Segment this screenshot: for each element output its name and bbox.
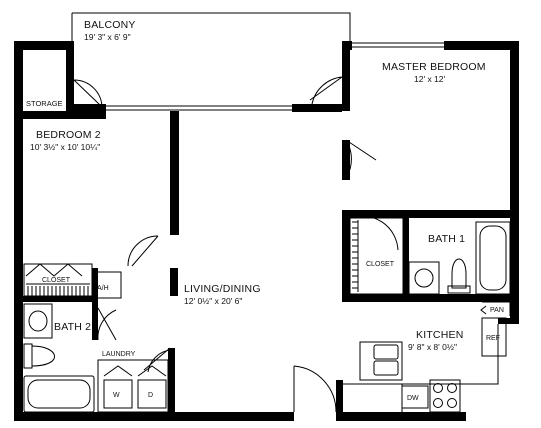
ref-label: REF: [486, 335, 500, 342]
wall-top-left: [14, 41, 74, 50]
bath1-toilet: [451, 258, 467, 289]
entry-door: [293, 365, 337, 413]
dryer-label: D: [148, 392, 153, 399]
bath1-toilet-tank: [447, 285, 471, 294]
pan-label: PAN: [490, 307, 504, 314]
bath1-tub-inner: [479, 225, 507, 291]
wall-balcony-bottom-left: [66, 104, 106, 112]
master-closet-hatch: [352, 220, 359, 292]
thin-lines: [23, 12, 511, 413]
wall-hall-left: [170, 268, 178, 296]
master-closet: [349, 217, 404, 295]
kitchen-label: KITCHEN: [416, 329, 464, 341]
closet-doors: [25, 263, 83, 277]
bedroom2-door: [127, 235, 159, 267]
wall-bedroom2-bottom: [14, 296, 94, 302]
storage-label: STORAGE: [26, 99, 63, 108]
labels: BALCONY 19' 3" x 6' 9" MASTER BEDROOM 12…: [26, 19, 504, 402]
bath2-toilet: [31, 345, 55, 367]
wall-master-left: [342, 41, 350, 111]
burner-1: [433, 383, 443, 393]
bath2-vanity: [23, 303, 53, 339]
washer-label: W: [113, 392, 120, 399]
laundry-label: LAUNDRY: [102, 351, 136, 358]
laundry-shelf: [103, 365, 167, 377]
ah-label: A/H: [97, 285, 109, 292]
walls: [14, 41, 519, 421]
bath2-toilet-tank: [23, 343, 33, 369]
dishwasher: [401, 385, 429, 409]
washer-box: [103, 379, 133, 409]
wall-master-top2: [444, 41, 519, 50]
wall-bath1-bottom: [342, 294, 519, 302]
wall-kitchen-right2: [498, 318, 519, 324]
wall-kitchen-right: [510, 294, 519, 324]
bath1-label: BATH 1: [428, 233, 465, 245]
balcony-railing: [72, 12, 351, 41]
burner-4: [447, 398, 457, 408]
bath1-vanity: [408, 261, 440, 295]
wall-balcony-bottom-right: [292, 104, 342, 112]
wall-kitchen-left: [336, 380, 343, 420]
kitchen-sink-b: [373, 360, 399, 376]
kitchen-counter-left: [359, 341, 403, 381]
living-dining-dims: 12' 0½" x 20' 6": [184, 296, 242, 306]
bedroom2-label: BEDROOM 2: [36, 129, 101, 141]
wall-right: [510, 41, 519, 311]
dw-label: DW: [407, 395, 419, 402]
wall-laundry-right: [168, 348, 175, 418]
wall-bedroom2-right: [170, 111, 179, 235]
pantry-door: [482, 301, 511, 316]
closet-door: [349, 215, 399, 251]
wall-storage-right: [66, 41, 74, 111]
wall-bottom-left: [14, 412, 294, 421]
pantry-arrow: [480, 305, 487, 315]
wall-bath2-right: [92, 268, 98, 340]
wall-bottom-right: [336, 412, 466, 421]
ah-unit: [92, 271, 122, 299]
laundry-area: [97, 359, 169, 413]
balcony-label: BALCONY: [84, 19, 136, 31]
master-door: [345, 139, 377, 179]
bath2-tub: [23, 375, 95, 413]
bath2-tub-inner: [27, 379, 91, 409]
wall-closet-bath1: [403, 210, 409, 302]
kitchen-dims: 9' 8" x 8' 0½": [408, 342, 457, 352]
closet-master-label: CLOSET: [366, 261, 395, 268]
bath1-sink: [414, 268, 434, 288]
bath1-tub: [475, 221, 511, 295]
bath2-sink: [28, 310, 48, 332]
living-dining-label: LIVING/DINING: [184, 283, 261, 295]
wall-master-bottom2: [404, 210, 519, 218]
dryer-box: [137, 379, 167, 409]
balcony-dims: 19' 3" x 6' 9": [84, 32, 131, 42]
wall-master-left-low: [342, 140, 350, 180]
kitchen-sink-a: [373, 344, 399, 360]
storage-door: [73, 79, 103, 109]
laundry-door: [143, 347, 171, 373]
closet-bedroom2-label: CLOSET: [42, 277, 71, 284]
wall-bath1-left: [342, 210, 350, 302]
master-balcony-door: [309, 76, 343, 105]
bath2-label: BATH 2: [54, 321, 91, 333]
master-bedroom-dims: 12' x 12': [414, 74, 446, 84]
master-bedroom-label: MASTER BEDROOM: [382, 61, 486, 73]
burner-2: [447, 383, 457, 393]
burner-3: [433, 398, 443, 408]
closet-hatch: [26, 283, 90, 296]
wall-bedroom2-top: [14, 111, 106, 119]
bedroom2-dims: 10' 3½" x 10' 10¼": [30, 142, 100, 152]
wall-left: [14, 41, 23, 421]
wall-master-bottom: [342, 210, 414, 218]
closet-bedroom2: [23, 263, 93, 297]
bath2-door: [97, 307, 117, 341]
refrigerator: [481, 317, 507, 357]
stove: [429, 379, 461, 413]
